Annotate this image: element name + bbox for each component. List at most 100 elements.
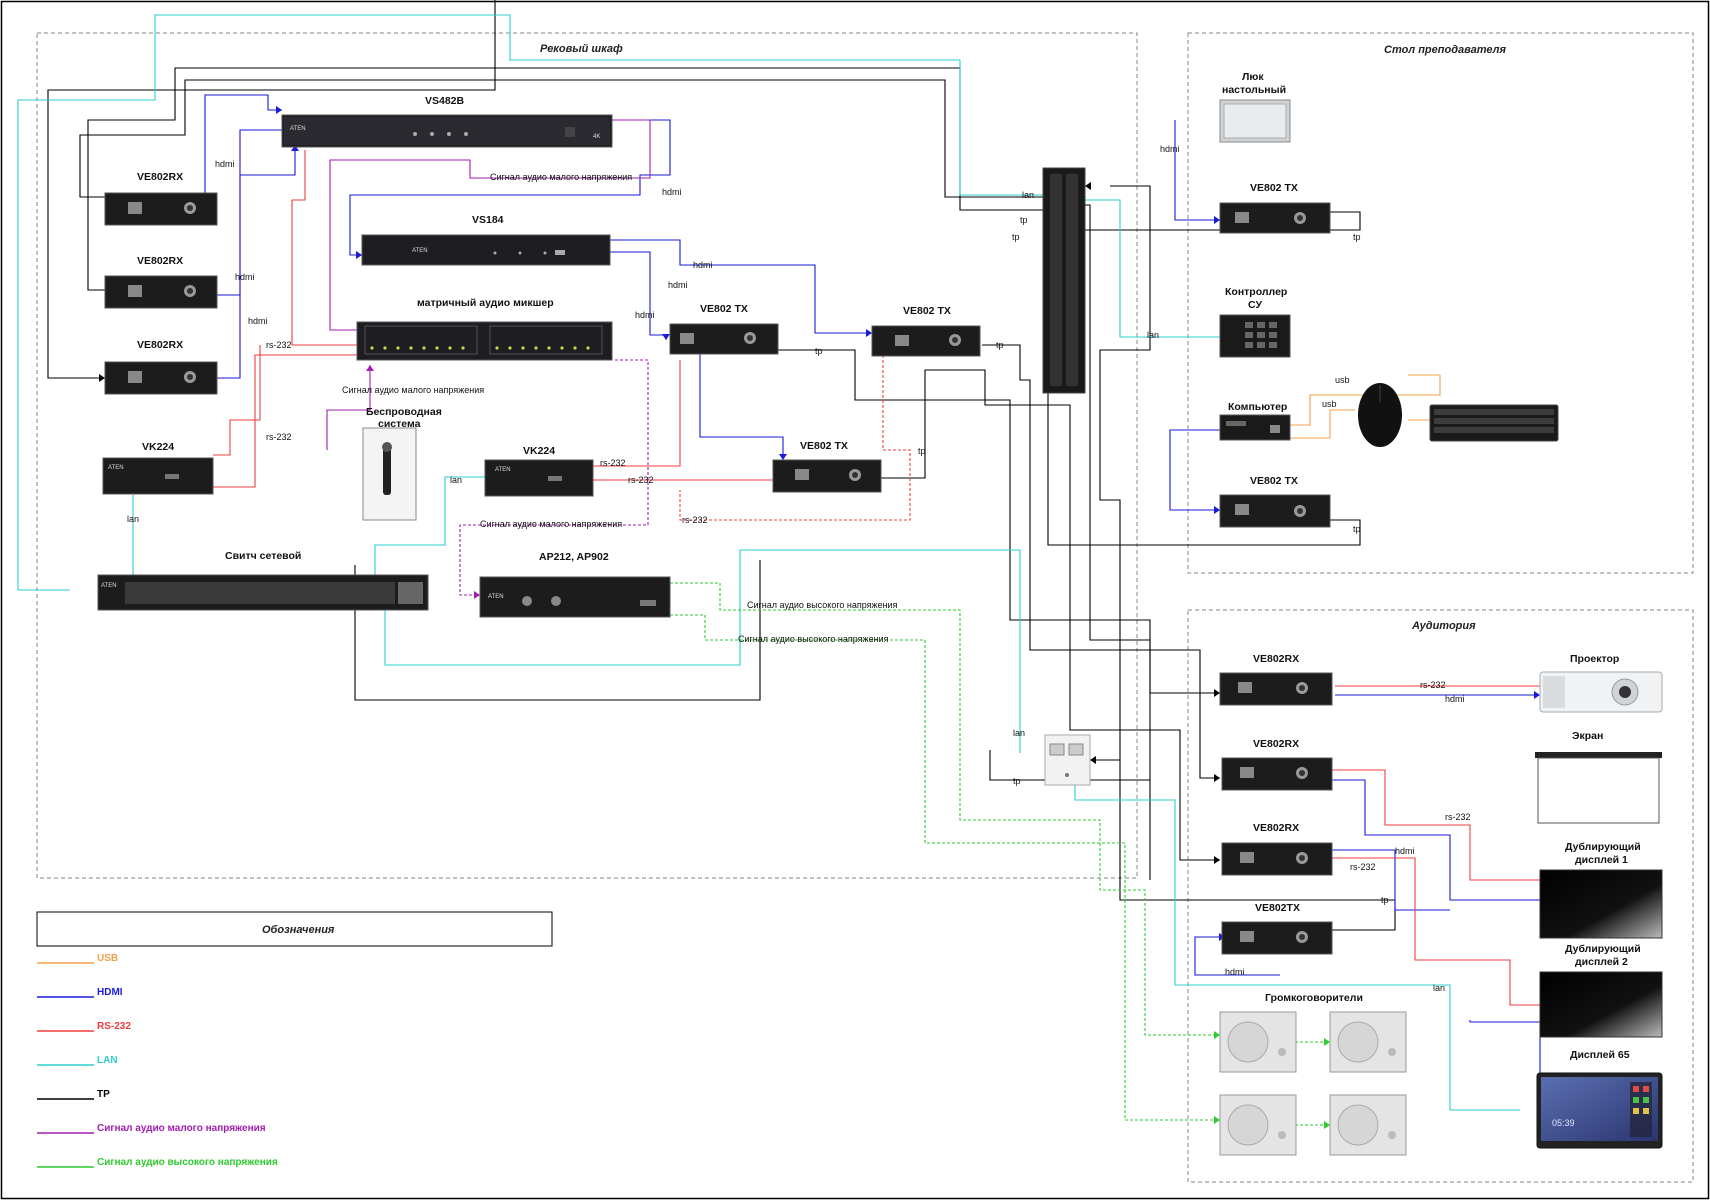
rack-tx3-device[interactable] — [772, 459, 882, 493]
mouse-device[interactable] — [1358, 383, 1402, 447]
legend-label: RS-232 — [97, 1021, 131, 1032]
hdmi-wires — [204, 94, 1541, 1075]
wl-hdmi-2: hdmi — [235, 272, 255, 282]
wl-audio-low-2: Сигнал аудио малого напряжения — [342, 385, 484, 395]
rack-rx3-label: VE802RX — [137, 339, 183, 351]
screen-label: Экран — [1572, 730, 1603, 742]
rack-rx2-device[interactable] — [104, 275, 218, 309]
speaker-2[interactable] — [1329, 1011, 1407, 1073]
aud-rx3-label: VE802RX — [1253, 822, 1299, 834]
desk-hatch-device[interactable] — [1219, 99, 1291, 143]
wl-tp-2: tp — [1012, 232, 1020, 242]
mixer-label: матричный аудио микшер — [417, 297, 554, 309]
wl-lan-5: lan — [1013, 728, 1025, 738]
aud-rx3-device[interactable] — [1221, 842, 1333, 876]
wl-hdmi-1: hdmi — [215, 159, 235, 169]
rack-tx2-label: VE802 TX — [903, 305, 951, 317]
amp-brand: ATEN — [488, 594, 504, 600]
vs482b-label: VS482B — [425, 95, 465, 107]
teacher-tx2-device[interactable] — [1219, 494, 1331, 528]
wl-rs232-7: rs-232 — [1445, 812, 1471, 822]
amp-label: AP212, AP902 — [539, 551, 609, 563]
audio-high-wires — [670, 582, 1330, 1126]
wl-rs232-6: rs-232 — [1420, 680, 1446, 690]
display65-time: 05:39 — [1552, 1118, 1575, 1128]
aud-tx-device[interactable] — [1221, 921, 1333, 955]
legend-label: Сигнал аудио высокого напряжения — [97, 1157, 278, 1168]
wl-usb-2: usb — [1322, 399, 1337, 409]
vs184-device[interactable]: ATEN — [361, 234, 611, 266]
dup1-label-2: дисплей 1 — [1575, 854, 1628, 866]
legend-label: HDMI — [97, 987, 123, 998]
switch-brand: ATEN — [101, 583, 117, 589]
display65-label: Дисплей 65 — [1570, 1049, 1630, 1061]
wl-audio-high-1: Сигнал аудио высокого напряжения — [747, 600, 898, 610]
rack-vk224-b-label: VK224 — [523, 445, 555, 457]
controller-device[interactable] — [1219, 314, 1291, 358]
rack-rx3-device[interactable] — [104, 361, 218, 395]
legend-title-box — [36, 911, 553, 947]
mixer-device[interactable] — [356, 321, 613, 361]
wl-hdmi-4: hdmi — [662, 187, 682, 197]
network-switch-device[interactable]: ATEN — [97, 574, 429, 611]
rack-rx2-label: VE802RX — [137, 255, 183, 267]
display65-device[interactable]: 05:39 — [1536, 1072, 1663, 1149]
wall-socket-device[interactable] — [1044, 734, 1091, 786]
wl-lan-2: lan — [450, 475, 462, 485]
tp-wires — [47, 0, 1396, 931]
keyboard-device[interactable] — [1429, 404, 1559, 442]
vs482b-device[interactable]: ATEN 4K — [281, 114, 613, 148]
wireless-label-1: Беспроводная — [366, 406, 442, 418]
speaker-4[interactable] — [1329, 1094, 1407, 1156]
rack-tx1-device[interactable] — [669, 323, 779, 355]
zone-rack-title: Рековый шкаф — [540, 43, 623, 55]
vs482b-4k: 4K — [593, 134, 600, 140]
teacher-tx1-label: VE802 TX — [1250, 182, 1298, 194]
aud-rx2-device[interactable] — [1221, 757, 1333, 791]
aud-rx2-label: VE802RX — [1253, 738, 1299, 750]
wl-rs232-1: rs-232 — [266, 340, 292, 350]
zone-audience-title: Аудитория — [1411, 620, 1476, 632]
dup1-label-1: Дублирующий — [1565, 841, 1641, 853]
legend-label: LAN — [97, 1055, 118, 1066]
rack-vk224-b-device[interactable]: ATEN — [484, 459, 594, 497]
rack-vk224-a-device[interactable]: ATEN — [102, 457, 214, 495]
wireless-label-2: система — [378, 418, 421, 430]
rs232-dashed-wire — [679, 355, 911, 521]
computer-device[interactable] — [1219, 414, 1291, 441]
wl-audio-low-1: Сигнал аудио малого напряжения — [490, 172, 632, 182]
speaker-3[interactable] — [1219, 1094, 1297, 1156]
wireless-mic-device[interactable] — [362, 427, 417, 521]
dup-display2-device[interactable] — [1539, 971, 1663, 1038]
wl-tp-5: tp — [996, 340, 1004, 350]
audio-low-arrowhead — [474, 591, 480, 599]
rack-vk224-a-label: VK224 — [142, 441, 174, 453]
wl-tp-8: tp — [1013, 776, 1021, 786]
wl-lan-1: lan — [127, 514, 139, 524]
wl-hdmi-8: hdmi — [1160, 144, 1180, 154]
screen-device[interactable] — [1535, 752, 1662, 824]
teacher-tx1-device[interactable] — [1219, 202, 1331, 234]
hatch-label-2: настольный — [1222, 84, 1286, 96]
zone-teacher-title: Стол преподавателя — [1384, 44, 1506, 56]
hatch-label-1: Люк — [1242, 71, 1264, 83]
controller-label-1: Контроллер — [1225, 286, 1287, 298]
controller-label-2: СУ — [1248, 299, 1262, 311]
dup2-label-2: дисплей 2 — [1575, 956, 1628, 968]
rack-tx2-device[interactable] — [871, 325, 981, 357]
amplifier-device[interactable]: ATEN — [479, 576, 671, 618]
projector-device[interactable] — [1539, 671, 1663, 713]
aud-rx1-device[interactable] — [1219, 672, 1333, 706]
speaker-1[interactable] — [1219, 1011, 1297, 1073]
zone-rack — [36, 32, 1138, 879]
wl-lan-6: lan — [1433, 983, 1445, 993]
patch-panel-device[interactable] — [1042, 167, 1086, 394]
dup-display1-device[interactable] — [1539, 869, 1663, 939]
audio-low-arrowhead-2 — [366, 365, 374, 371]
speakers-label: Громкоговорители — [1265, 992, 1363, 1004]
switch-label: Свитч сетевой — [225, 550, 301, 562]
wires — [17, 0, 1541, 1126]
rack-rx1-device[interactable] — [104, 192, 218, 226]
